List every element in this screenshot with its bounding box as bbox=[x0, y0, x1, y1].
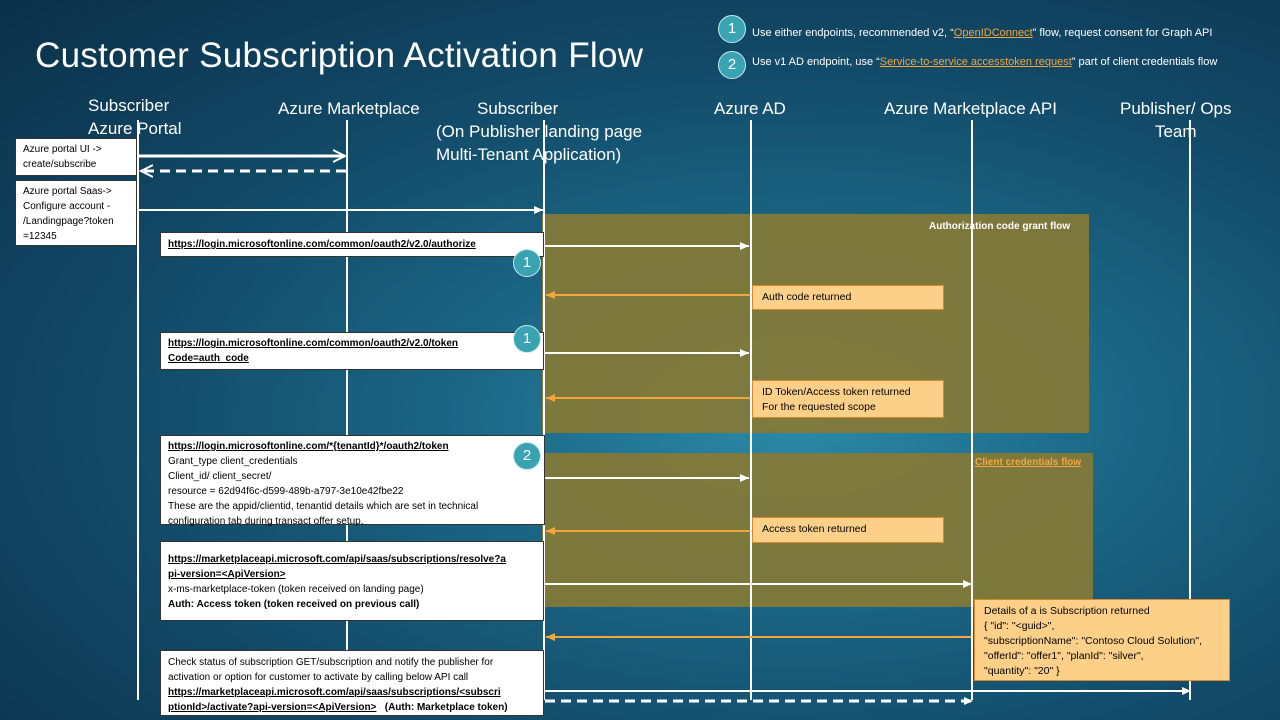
lane-label: (On Publisher landing page bbox=[436, 122, 643, 141]
legend-text: ” part of client credentials flow bbox=[1071, 56, 1218, 68]
response-text: Details of a is Subscription returned bbox=[984, 605, 1150, 617]
resolve-url[interactable]: pi-version=<ApiVersion> bbox=[168, 569, 286, 580]
subscription-response-box: Details of a is Subscription returned { … bbox=[974, 599, 1230, 681]
response-text: Access token returned bbox=[762, 523, 867, 535]
portal-configure-box: Azure portal Saas-> Configure account - … bbox=[15, 180, 137, 246]
step-text: resource = 62d94f6c-d599-489b-a797-3e10e… bbox=[168, 486, 404, 497]
legend-link[interactable]: OpenIDConnect bbox=[953, 27, 1033, 39]
activate-request-box: Check status of subscription GET/subscri… bbox=[160, 650, 544, 716]
step-text: Auth: Access token (token received on pr… bbox=[168, 599, 420, 610]
lane-label: Subscriber bbox=[88, 96, 170, 115]
legend-badge-2: 2 bbox=[718, 51, 746, 79]
lane-label: Azure Marketplace API bbox=[884, 99, 1057, 118]
lifeline-subscriber-app bbox=[543, 120, 545, 700]
step-text: Check status of subscription GET/subscri… bbox=[168, 657, 494, 668]
step-badge-2: 2 bbox=[513, 442, 541, 470]
lane-marketplace-api: Azure Marketplace API bbox=[884, 97, 1057, 120]
lane-marketplace: Azure Marketplace bbox=[278, 97, 420, 120]
step-text: =12345 bbox=[23, 231, 57, 242]
portal-create-box: Azure portal UI -> create/subscribe bbox=[15, 138, 137, 176]
step-text: /Landingpage?token bbox=[23, 216, 114, 227]
activate-url[interactable]: ptionId>/activate?api-version=<ApiVersio… bbox=[168, 702, 377, 713]
lane-label: Publisher/ Ops bbox=[1120, 99, 1232, 118]
lane-subscriber-portal: Subscriber Azure Portal bbox=[88, 94, 182, 140]
step-text: create/subscribe bbox=[23, 159, 97, 170]
response-text: For the requested scope bbox=[762, 401, 876, 413]
lane-label: Azure Portal bbox=[88, 119, 182, 138]
lane-label: Team bbox=[1154, 122, 1197, 141]
legend-text: Use either endpoints, recommended v2, “ bbox=[752, 27, 954, 39]
step-badge-1b: 1 bbox=[513, 325, 541, 353]
activate-auth: (Auth: Marketplace token) bbox=[384, 702, 508, 713]
activate-url[interactable]: https://marketplaceapi.microsoft.com/api… bbox=[168, 687, 501, 698]
access-token-response-box: Access token returned bbox=[752, 517, 944, 543]
step-text: activation or option for customer to act… bbox=[168, 672, 469, 683]
lane-label: Subscriber bbox=[477, 99, 559, 118]
response-text: ID Token/Access token returned bbox=[762, 386, 911, 398]
resolve-url[interactable]: https://marketplaceapi.microsoft.com/api… bbox=[168, 554, 506, 565]
token-url[interactable]: https://login.microsoftonline.com/common… bbox=[168, 338, 459, 349]
step-text: These are the appid/clientid, tenantid d… bbox=[168, 501, 479, 512]
legend-item-1: Use either endpoints, recommended v2, “O… bbox=[752, 27, 1212, 39]
lifeline-marketplace bbox=[346, 120, 348, 700]
legend-badge-1: 1 bbox=[718, 15, 746, 43]
client-credentials-request-box: https://login.microsoftonline.com/*{tena… bbox=[160, 435, 545, 527]
legend-link[interactable]: Service-to-service accesstoken request bbox=[879, 56, 1072, 68]
step-text: x-ms-marketplace-token (token received o… bbox=[168, 584, 424, 595]
lane-azure-ad: Azure AD bbox=[714, 97, 786, 120]
client-credentials-region-label[interactable]: Client credentials flow bbox=[975, 457, 1082, 468]
lane-subscriber-app: Subscriber (On Publisher landing page Mu… bbox=[436, 97, 642, 166]
response-text: Auth code returned bbox=[762, 291, 852, 303]
lane-label: Multi-Tenant Application) bbox=[436, 145, 622, 164]
legend-text: ” flow, request consent for Graph API bbox=[1032, 27, 1213, 39]
response-text: "quantity": "20" } bbox=[984, 665, 1060, 677]
lane-label: Azure AD bbox=[714, 99, 786, 118]
step-text: configuration tab during transact offer … bbox=[168, 516, 364, 527]
step-text: Configure account - bbox=[23, 201, 111, 212]
token-request-box: https://login.microsoftonline.com/common… bbox=[160, 332, 544, 370]
id-token-response-box: ID Token/Access token returned For the r… bbox=[752, 380, 944, 418]
legend-text: Use v1 AD endpoint, use “ bbox=[752, 56, 880, 68]
diagram-title: Customer Subscription Activation Flow bbox=[35, 36, 644, 75]
lifeline-marketplace-api bbox=[971, 120, 973, 700]
lifeline-azure-ad bbox=[750, 120, 752, 700]
step-text: Azure portal UI -> bbox=[23, 144, 102, 155]
authorize-url[interactable]: https://login.microsoftonline.com/common… bbox=[168, 239, 476, 250]
lane-publisher-ops: Publisher/ Ops Team bbox=[1120, 97, 1232, 143]
lifeline-publisher-ops bbox=[1189, 120, 1191, 700]
auth-code-response-box: Auth code returned bbox=[752, 285, 944, 310]
legend-item-2: Use v1 AD endpoint, use “Service-to-serv… bbox=[752, 56, 1217, 68]
step-badge-1: 1 bbox=[513, 249, 541, 277]
step-text: Grant_type client_credentials bbox=[168, 456, 298, 467]
lifeline-subscriber-portal bbox=[137, 120, 139, 700]
token-code: Code=auth_code bbox=[168, 353, 249, 364]
step-text: Azure portal Saas-> bbox=[23, 186, 112, 197]
response-text: "offerId": "offer1", "planId": "silver", bbox=[984, 650, 1144, 662]
auth-code-region-label: Authorization code grant flow bbox=[929, 221, 1071, 232]
response-text: { "id": "<guid>", bbox=[984, 620, 1055, 632]
activate-url-line: ptionId>/activate?api-version=<ApiVersio… bbox=[168, 700, 536, 715]
v1-token-url[interactable]: https://login.microsoftonline.com/*{tena… bbox=[168, 441, 449, 452]
resolve-request-box: https://marketplaceapi.microsoft.com/api… bbox=[160, 541, 544, 621]
response-text: "subscriptionName": "Contoso Cloud Solut… bbox=[984, 635, 1203, 647]
authorize-request-box: https://login.microsoftonline.com/common… bbox=[160, 232, 544, 257]
lane-label: Azure Marketplace bbox=[278, 99, 420, 118]
step-text: Client_id/ client_secret/ bbox=[168, 471, 272, 482]
